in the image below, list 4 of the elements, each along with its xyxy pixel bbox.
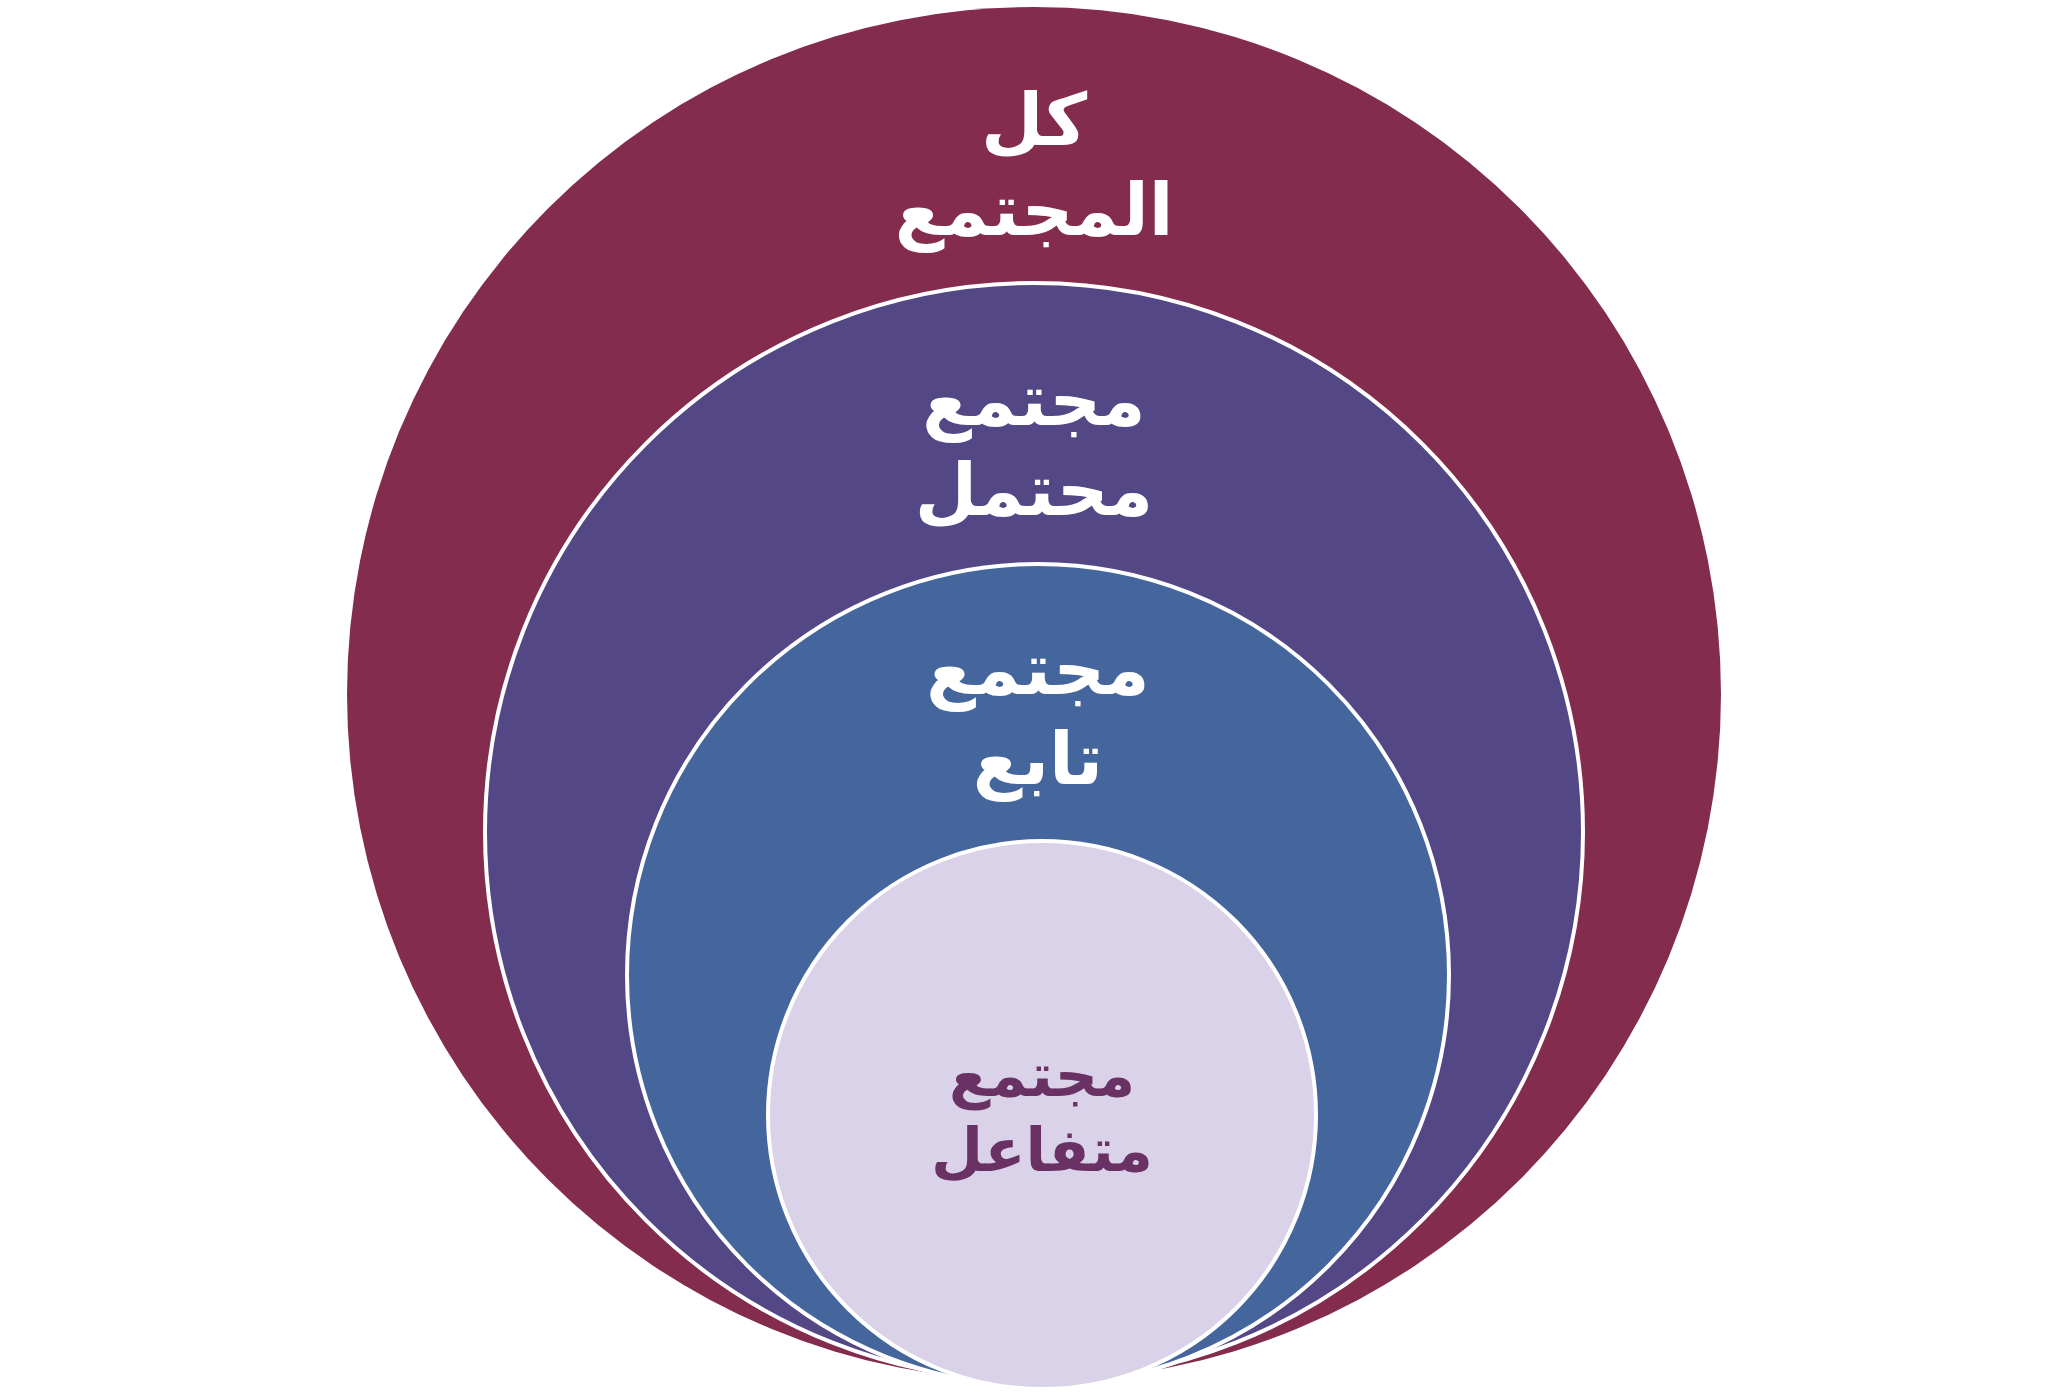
circle-label: كل المجتمع xyxy=(894,77,1174,255)
circle-label: مجتمع محتمل xyxy=(914,357,1154,534)
circle-label: مجتمع تابع xyxy=(926,626,1150,804)
circle-label: مجتمع متفاعل xyxy=(931,1039,1153,1187)
